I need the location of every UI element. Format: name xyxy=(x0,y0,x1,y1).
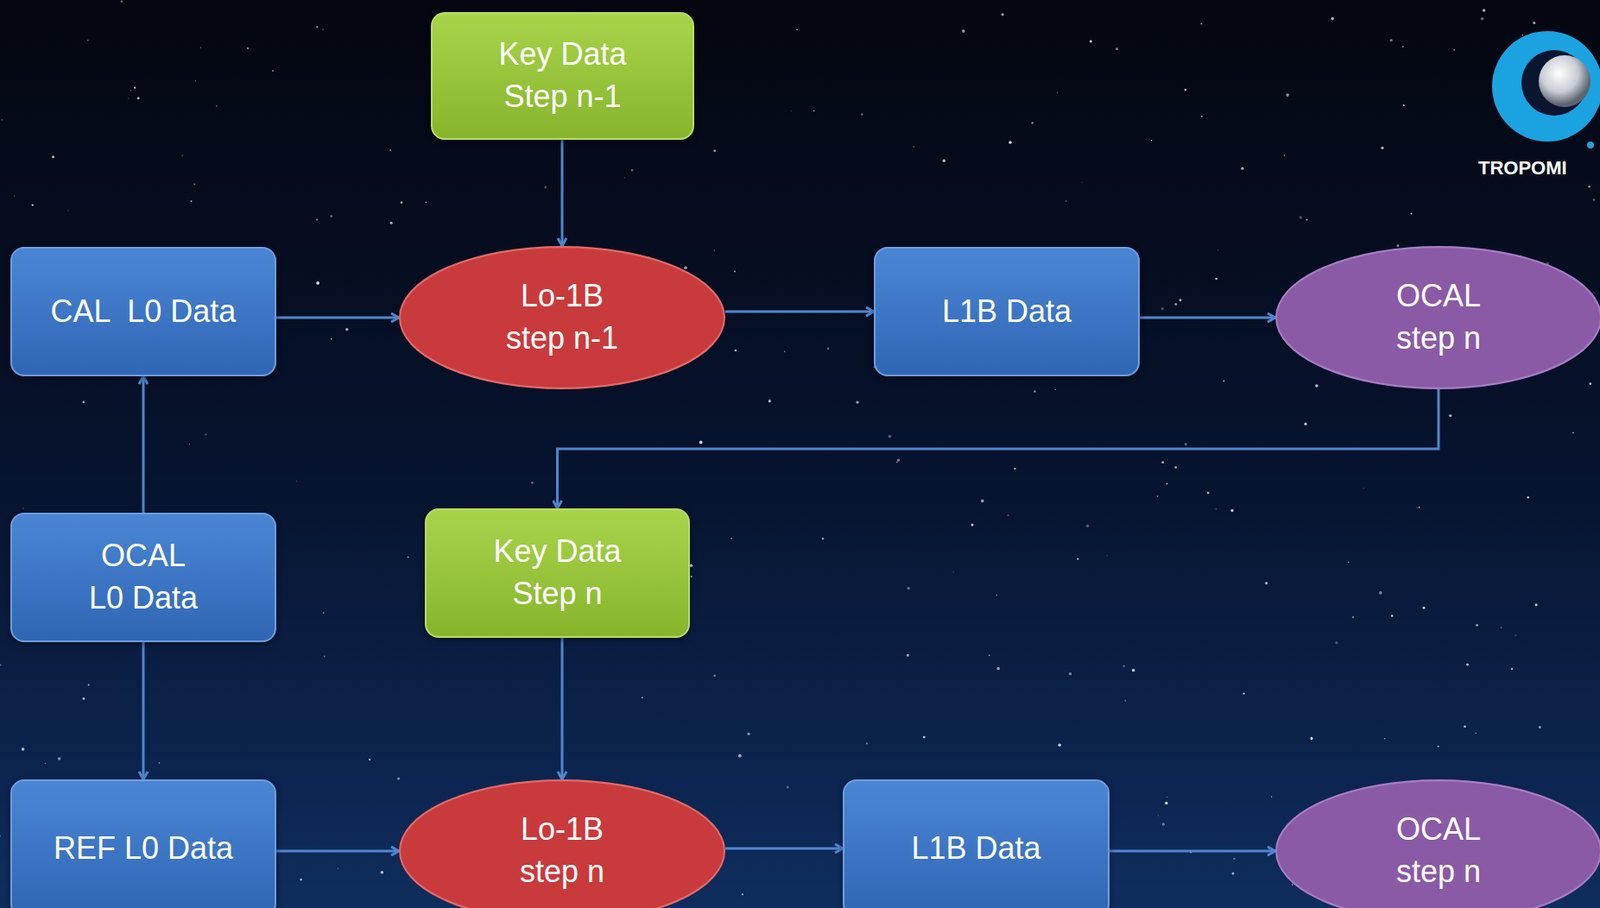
tropomi-logo xyxy=(1492,31,1600,149)
data-box: L1B Data xyxy=(842,779,1110,908)
process-ellipse: Lo-1B step n xyxy=(398,779,726,908)
data-box: OCAL L0 Data xyxy=(10,512,277,643)
data-box: L1B Data xyxy=(873,246,1140,377)
ellipse-outline xyxy=(398,246,726,390)
logo-label: TROPOMI xyxy=(1478,157,1568,180)
flow-arrow xyxy=(142,376,146,513)
node-label: CAL L0 Data xyxy=(50,290,237,334)
node-label: OCAL step n xyxy=(1369,809,1508,894)
flow-arrow xyxy=(142,642,146,780)
node-label: Key Data Step n-1 xyxy=(493,33,633,119)
flow-arrow xyxy=(725,847,843,851)
flow-arrow xyxy=(725,310,874,314)
flow-arrow xyxy=(561,638,564,780)
node-label: REF L0 Data xyxy=(53,828,234,871)
ocal-ellipse: OCAL step n xyxy=(1275,779,1600,908)
flow-arrow xyxy=(276,850,399,854)
flow-arrow xyxy=(276,316,399,320)
data-box: REF L0 Data xyxy=(10,779,277,908)
flow-arrow xyxy=(1139,316,1276,320)
key-data-box: Key Data Step n xyxy=(424,508,690,639)
flow-arrow xyxy=(1109,850,1276,854)
data-box: CAL L0 Data xyxy=(10,246,277,377)
process-ellipse: Lo-1B step n-1 xyxy=(398,246,726,390)
flow-arrow xyxy=(557,389,1440,509)
node-label: OCAL step n xyxy=(1369,275,1508,361)
node-label: OCAL L0 Data xyxy=(82,535,204,620)
node-label: Lo-1B step n-1 xyxy=(493,275,632,361)
ellipse-outline xyxy=(1275,246,1600,390)
node-label: L1B Data xyxy=(910,828,1041,871)
ocal-ellipse: OCAL step n xyxy=(1275,246,1600,390)
node-label: L1B Data xyxy=(942,290,1072,334)
node-label: Key Data Step n xyxy=(488,531,627,616)
node-label: Lo-1B step n xyxy=(493,809,632,894)
flow-arrow xyxy=(561,139,564,247)
key-data-box: Key Data Step n-1 xyxy=(430,12,695,140)
